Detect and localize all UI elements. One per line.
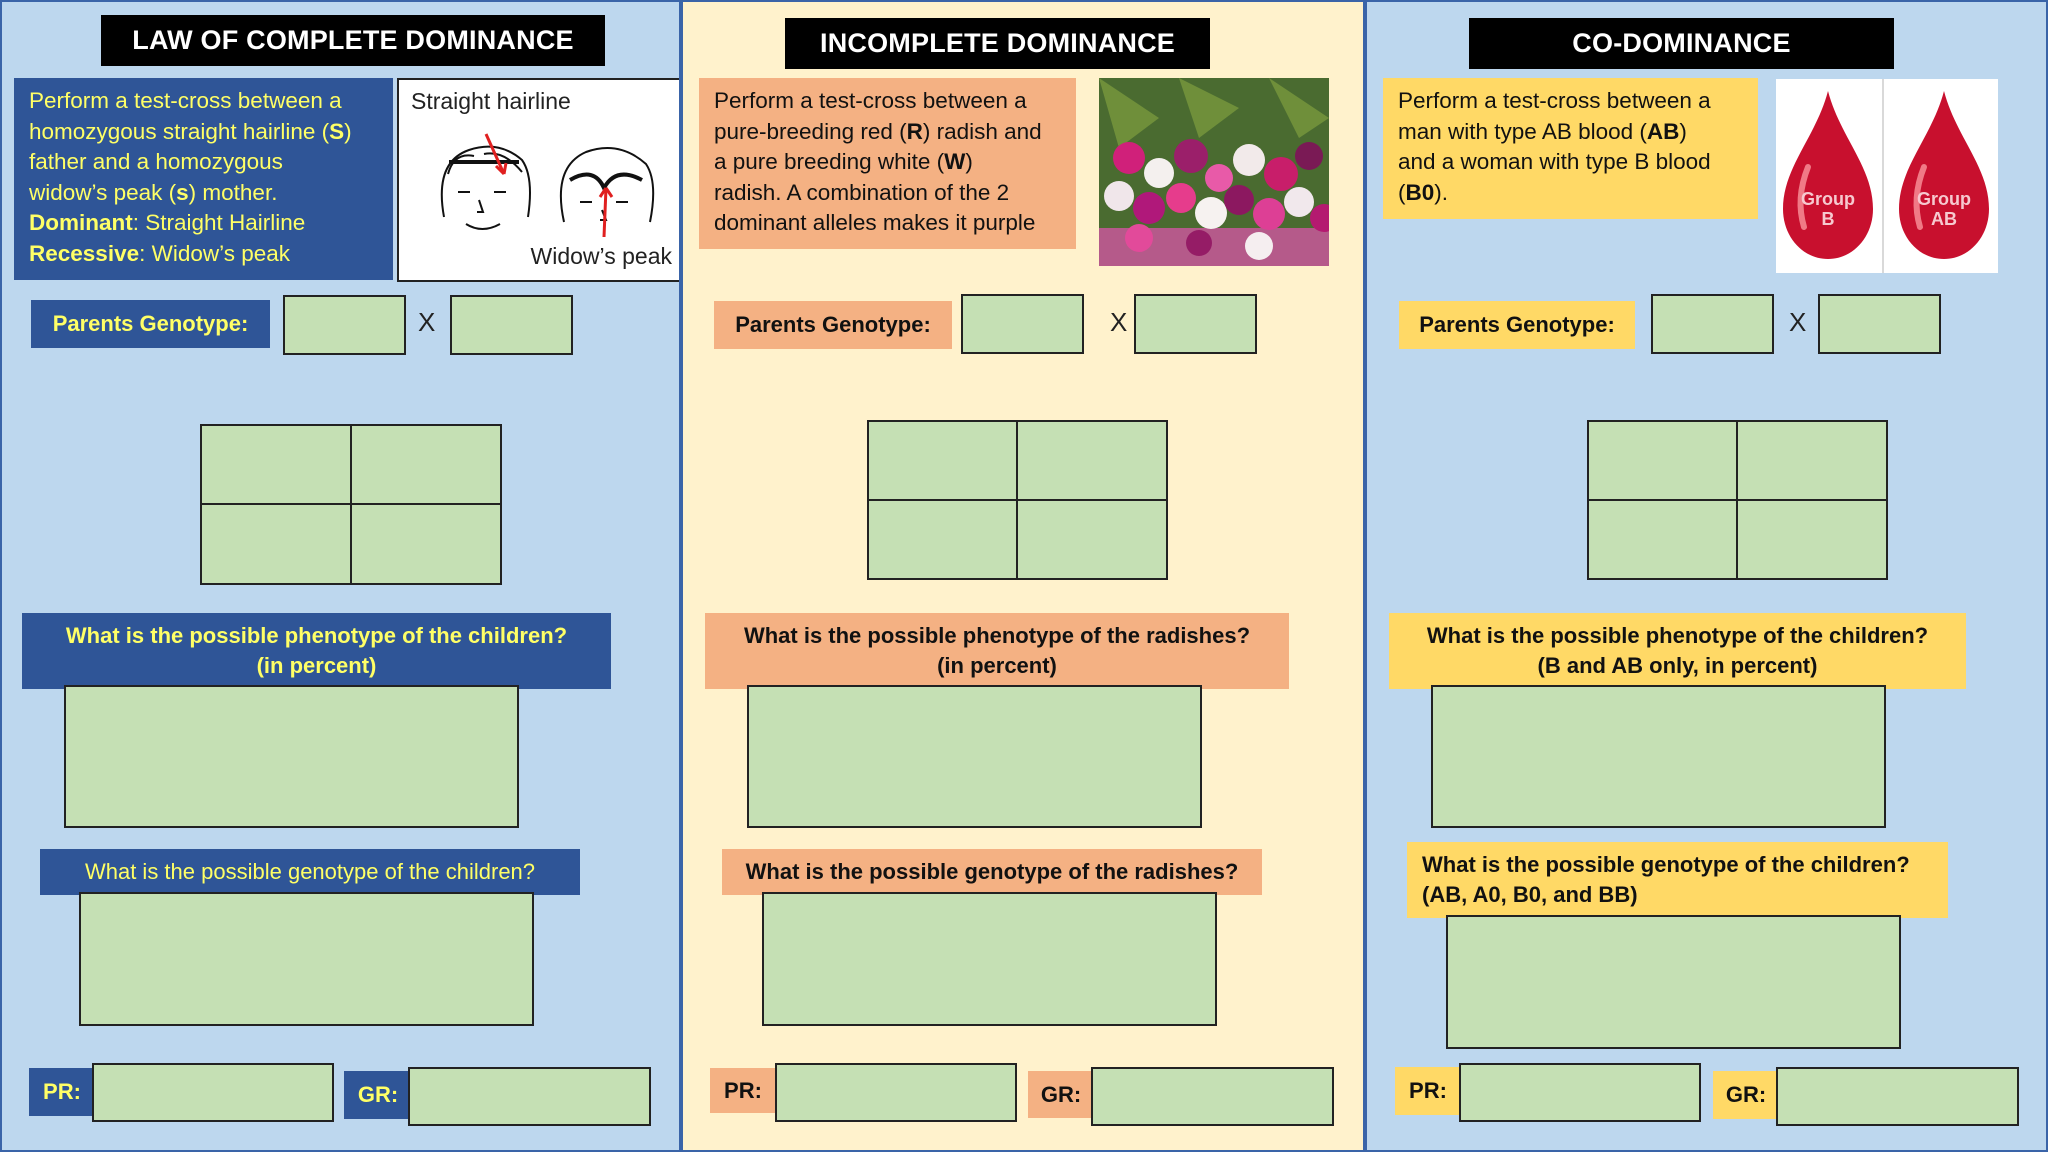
punnett-cell-1[interactable]	[1587, 420, 1738, 501]
radish-bunch-icon	[1099, 78, 1329, 266]
parent-genotype-input-2[interactable]	[1818, 294, 1941, 354]
phenotype-question: What is the possible phenotype of the ch…	[22, 613, 611, 689]
radish-photo	[1099, 78, 1329, 266]
phenotype-question: What is the possible phenotype of the ra…	[705, 613, 1289, 689]
task-description: Perform a test-cross between a man with …	[1383, 78, 1758, 219]
punnett-square	[867, 420, 1168, 580]
punnett-cell-2[interactable]	[350, 424, 502, 505]
blood-drop-icon	[1783, 91, 1873, 259]
pr-answer-input[interactable]	[92, 1063, 334, 1122]
pr-label: PR:	[29, 1068, 95, 1116]
gr-answer-input[interactable]	[1776, 1067, 2019, 1126]
blood-groups-illustration: Group B Group AB	[1776, 79, 1998, 273]
hairline-illustration: Straight hairline Widow’s peak	[397, 78, 679, 282]
parents-genotype-label: Parents Genotype:	[31, 300, 270, 348]
gr-answer-input[interactable]	[408, 1067, 651, 1126]
panel-title: INCOMPLETE DOMINANCE	[785, 18, 1210, 69]
punnett-square	[200, 424, 502, 585]
genotype-answer-input[interactable]	[79, 892, 534, 1026]
punnett-cell-4[interactable]	[1736, 499, 1888, 580]
punnett-cell-1[interactable]	[200, 424, 352, 505]
punnett-cell-3[interactable]	[867, 499, 1018, 580]
hairline-label-straight: Straight hairline	[411, 88, 571, 114]
parent-genotype-input-1[interactable]	[1651, 294, 1774, 354]
cross-symbol: X	[1789, 307, 1807, 337]
phenotype-answer-input[interactable]	[747, 685, 1202, 828]
punnett-cell-3[interactable]	[1587, 499, 1738, 580]
phenotype-question: What is the possible phenotype of the ch…	[1389, 613, 1966, 689]
genotype-question: What is the possible genotype of the chi…	[40, 849, 580, 895]
faces-sketch-icon	[440, 133, 655, 238]
punnett-cell-1[interactable]	[867, 420, 1018, 501]
panel-title: CO-DOMINANCE	[1469, 18, 1894, 69]
parent-genotype-input-1[interactable]	[961, 294, 1084, 354]
genotype-answer-input[interactable]	[762, 892, 1217, 1026]
parent-genotype-input-1[interactable]	[283, 295, 406, 355]
cross-symbol: X	[1110, 307, 1128, 337]
parents-genotype-label: Parents Genotype:	[714, 301, 952, 349]
panel-title: LAW OF COMPLETE DOMINANCE	[101, 15, 605, 66]
pr-answer-input[interactable]	[775, 1063, 1017, 1122]
task-description: Perform a test-cross between a homozygou…	[14, 78, 393, 280]
parent-genotype-input-2[interactable]	[1134, 294, 1257, 354]
drop2-text-line2: AB	[1931, 209, 1957, 229]
genotype-answer-input[interactable]	[1446, 915, 1901, 1049]
drop1-text-line1: Group	[1801, 189, 1855, 209]
blood-drop-icon	[1899, 91, 1989, 259]
cross-symbol: X	[418, 307, 436, 337]
pr-label: PR:	[710, 1068, 776, 1113]
parents-genotype-label: Parents Genotype:	[1399, 301, 1635, 349]
genotype-question: What is the possible genotype of the rad…	[722, 849, 1262, 895]
punnett-cell-4[interactable]	[1016, 499, 1168, 580]
phenotype-answer-input[interactable]	[64, 685, 519, 828]
genotype-question: What is the possible genotype of the chi…	[1407, 842, 1948, 918]
punnett-cell-3[interactable]	[200, 503, 352, 585]
punnett-cell-4[interactable]	[350, 503, 502, 585]
gr-answer-input[interactable]	[1091, 1067, 1334, 1126]
punnett-square	[1587, 420, 1888, 580]
panel-incomplete-dominance: INCOMPLETE DOMINANCE Perform a test-cros…	[681, 0, 1365, 1152]
drop2-text-line1: Group	[1917, 189, 1971, 209]
punnett-cell-2[interactable]	[1736, 420, 1888, 501]
drop1-text-line2: B	[1821, 209, 1835, 229]
parent-genotype-input-2[interactable]	[450, 295, 573, 355]
gr-label: GR:	[1028, 1071, 1094, 1118]
drop-divider	[1882, 79, 1884, 273]
gr-label: GR:	[344, 1071, 412, 1119]
pr-answer-input[interactable]	[1459, 1063, 1701, 1122]
pr-label: PR:	[1395, 1067, 1461, 1115]
task-description: Perform a test-cross between a pure-bree…	[699, 78, 1076, 249]
panel-co-dominance: CO-DOMINANCE Perform a test-cross betwee…	[1365, 0, 2048, 1152]
hairline-label-widows-peak: Widow’s peak	[530, 243, 672, 269]
gr-label: GR:	[1713, 1071, 1779, 1119]
panel-complete-dominance: LAW OF COMPLETE DOMINANCE Perform a test…	[0, 0, 681, 1152]
phenotype-answer-input[interactable]	[1431, 685, 1886, 828]
punnett-cell-2[interactable]	[1016, 420, 1168, 501]
